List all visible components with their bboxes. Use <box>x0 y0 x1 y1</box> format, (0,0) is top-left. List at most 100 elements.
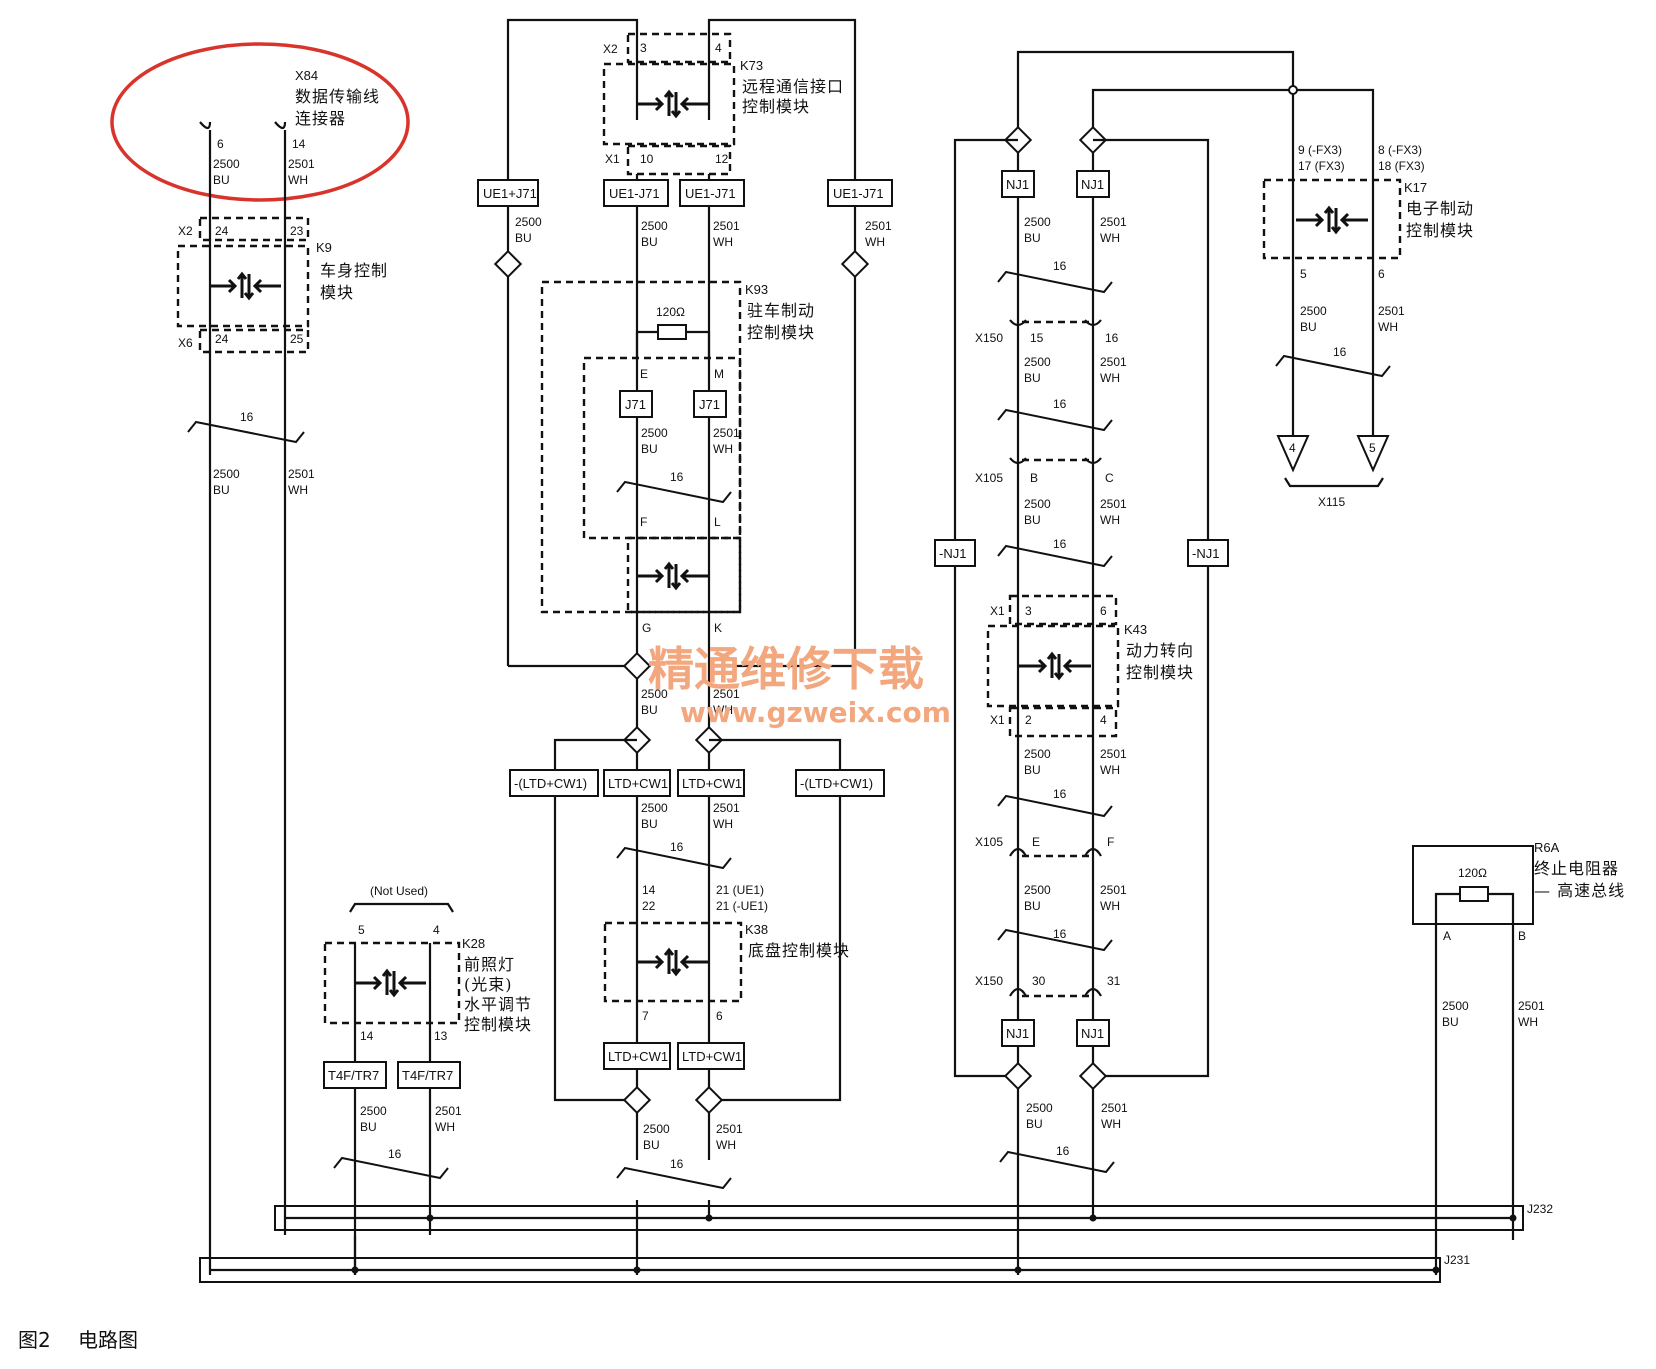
diagram-label: K <box>714 621 722 635</box>
diagram-label: X115 <box>1318 495 1345 509</box>
diagram-label: 2500 <box>360 1104 387 1118</box>
diagram-label: 15 <box>1030 331 1044 345</box>
diagram-label: 2500 <box>515 215 542 229</box>
diagram-label: 5 <box>1369 441 1376 455</box>
diagram-label: LTD+CW1 <box>608 776 668 791</box>
diagram-label: J232 <box>1527 1202 1553 1216</box>
diagram-label: 16 <box>240 410 254 424</box>
diagram-label: BU <box>1024 899 1041 913</box>
diagram-label: 动力转向 <box>1126 641 1194 660</box>
diagram-label: E <box>640 367 648 381</box>
diagram-label: 2501 <box>716 1122 743 1136</box>
diagram-label: -(LTD+CW1) <box>800 776 873 791</box>
diagram-label: (光束) <box>464 975 513 994</box>
diagram-label: L <box>714 515 721 529</box>
diagram-label: 2500 <box>1024 215 1051 229</box>
diagram-label: NJ1 <box>1006 1026 1029 1041</box>
k38-module: 14 22 21 (UE1) 21 (-UE1) K38 底盘控制模块 7 6 <box>603 883 849 1023</box>
diagram-label: UE1-J71 <box>609 186 660 201</box>
diagram-label: X6 <box>178 336 193 350</box>
diagram-label: X150 <box>975 974 1003 988</box>
diagram-label: 2500 <box>1024 497 1051 511</box>
wire-label: WH <box>288 173 308 187</box>
diagram-label: 3 <box>1025 604 1032 618</box>
diagram-label: K93 <box>745 282 768 297</box>
diagram-label: 驻车制动 <box>747 301 815 320</box>
diagram-label: 2500 <box>641 219 668 233</box>
diagram-label: 前照灯 <box>464 955 515 974</box>
diagram-label: 120Ω <box>656 305 685 319</box>
diagram-label: 6 <box>716 1009 723 1023</box>
figure-caption: 图2 电路图 <box>18 1328 138 1352</box>
k28-module: (Not Used) 5 4 14 13 K28 前照灯 (光束) 水平调节 控… <box>323 884 532 1043</box>
diagram-label: R6A <box>1534 840 1560 855</box>
diagram-label: 3 <box>640 41 647 55</box>
diagram-label: 模块 <box>320 283 354 302</box>
diagram-label: 7 <box>642 1009 649 1023</box>
diagram-label: 4 <box>1100 713 1107 727</box>
diagram-label: 16 <box>1053 537 1067 551</box>
diagram-label: X1 <box>990 604 1005 618</box>
diagram-label: WH <box>1100 371 1120 385</box>
diagram-label: M <box>714 367 724 381</box>
diagram-label: 30 <box>1032 974 1046 988</box>
diagram-label: 2501 <box>713 219 740 233</box>
diagram-label: 16 <box>1053 927 1067 941</box>
diagram-label: 16 <box>670 840 684 854</box>
diagram-label: BU <box>1024 371 1041 385</box>
diagram-label: K9 <box>316 240 332 255</box>
diagram-label: 精通维修下载 <box>648 642 924 696</box>
diagram-label: 终止电阻器 <box>1534 859 1619 878</box>
diagram-label: 2500 <box>643 1122 670 1136</box>
diagram-label: NJ1 <box>1006 177 1029 192</box>
diagram-label: 16 <box>670 1157 684 1171</box>
diagram-label: 2500 <box>1300 304 1327 318</box>
diagram-label: 14 <box>642 883 656 897</box>
diagram-label: 2501 <box>1100 215 1127 229</box>
diagram-label: -(LTD+CW1) <box>514 776 587 791</box>
diagram-label: 17 (FX3) <box>1298 159 1345 173</box>
diagram-label: 5 <box>358 923 365 937</box>
diagram-label: BU <box>360 1120 377 1134</box>
diagram-label: 2501 <box>865 219 892 233</box>
diagram-label: BU <box>1300 320 1317 334</box>
diagram-label: 4 <box>1289 441 1296 455</box>
diagram-label: BU <box>1024 513 1041 527</box>
highlight-circle <box>110 42 410 202</box>
diagram-label: 2501 <box>1101 1101 1128 1115</box>
diagram-label: LTD+CW1 <box>682 776 742 791</box>
data-arrows-icon <box>209 271 281 301</box>
diagram-label: WH <box>713 817 733 831</box>
diagram-label: X105 <box>975 471 1003 485</box>
diagram-label: 4 <box>433 923 440 937</box>
diagram-label: LTD+CW1 <box>682 1049 742 1064</box>
splice-j232: J232 <box>274 1202 1553 1231</box>
diagram-label: NJ1 <box>1081 177 1104 192</box>
diagram-label: G <box>642 621 651 635</box>
k43-module: X1 3 6 X1 2 4 K43 动力转向 控制模块 <box>986 594 1194 738</box>
diagram-label: WH <box>288 483 308 497</box>
diagram-label: 控制模块 <box>464 1015 532 1034</box>
diagram-label: — 高速总线 <box>1534 881 1625 900</box>
diagram-label: 2501 <box>1100 497 1127 511</box>
x84-name-line2: 连接器 <box>295 109 346 128</box>
watermark: 精通维修下载 www.gzweix.com <box>648 642 951 729</box>
diagram-label: 电子制动 <box>1406 199 1474 218</box>
x150-connector-top: X150 15 16 <box>975 319 1119 345</box>
diagram-label: 24 <box>215 332 229 346</box>
diagram-label: 2 <box>1025 713 1032 727</box>
diagram-label: F <box>1107 835 1114 849</box>
diagram-label: 5 <box>1300 267 1307 281</box>
x84-connector: X84 数据传输线 连接器 6 14 <box>110 42 410 202</box>
diagram-label: WH <box>435 1120 455 1134</box>
diagram-label: 2501 <box>435 1104 462 1118</box>
diagram-label: 2501 <box>1518 999 1545 1013</box>
diagram-label: 控制模块 <box>747 323 815 342</box>
diagram-label: BU <box>1024 231 1041 245</box>
diagram-label: BU <box>641 235 658 249</box>
diagram-label: UE1-J71 <box>833 186 884 201</box>
diagram-label: 23 <box>290 224 304 238</box>
diagram-label: 2501 <box>713 801 740 815</box>
diagram-label: 2500 <box>1024 747 1051 761</box>
diagram-label: BU <box>515 231 532 245</box>
